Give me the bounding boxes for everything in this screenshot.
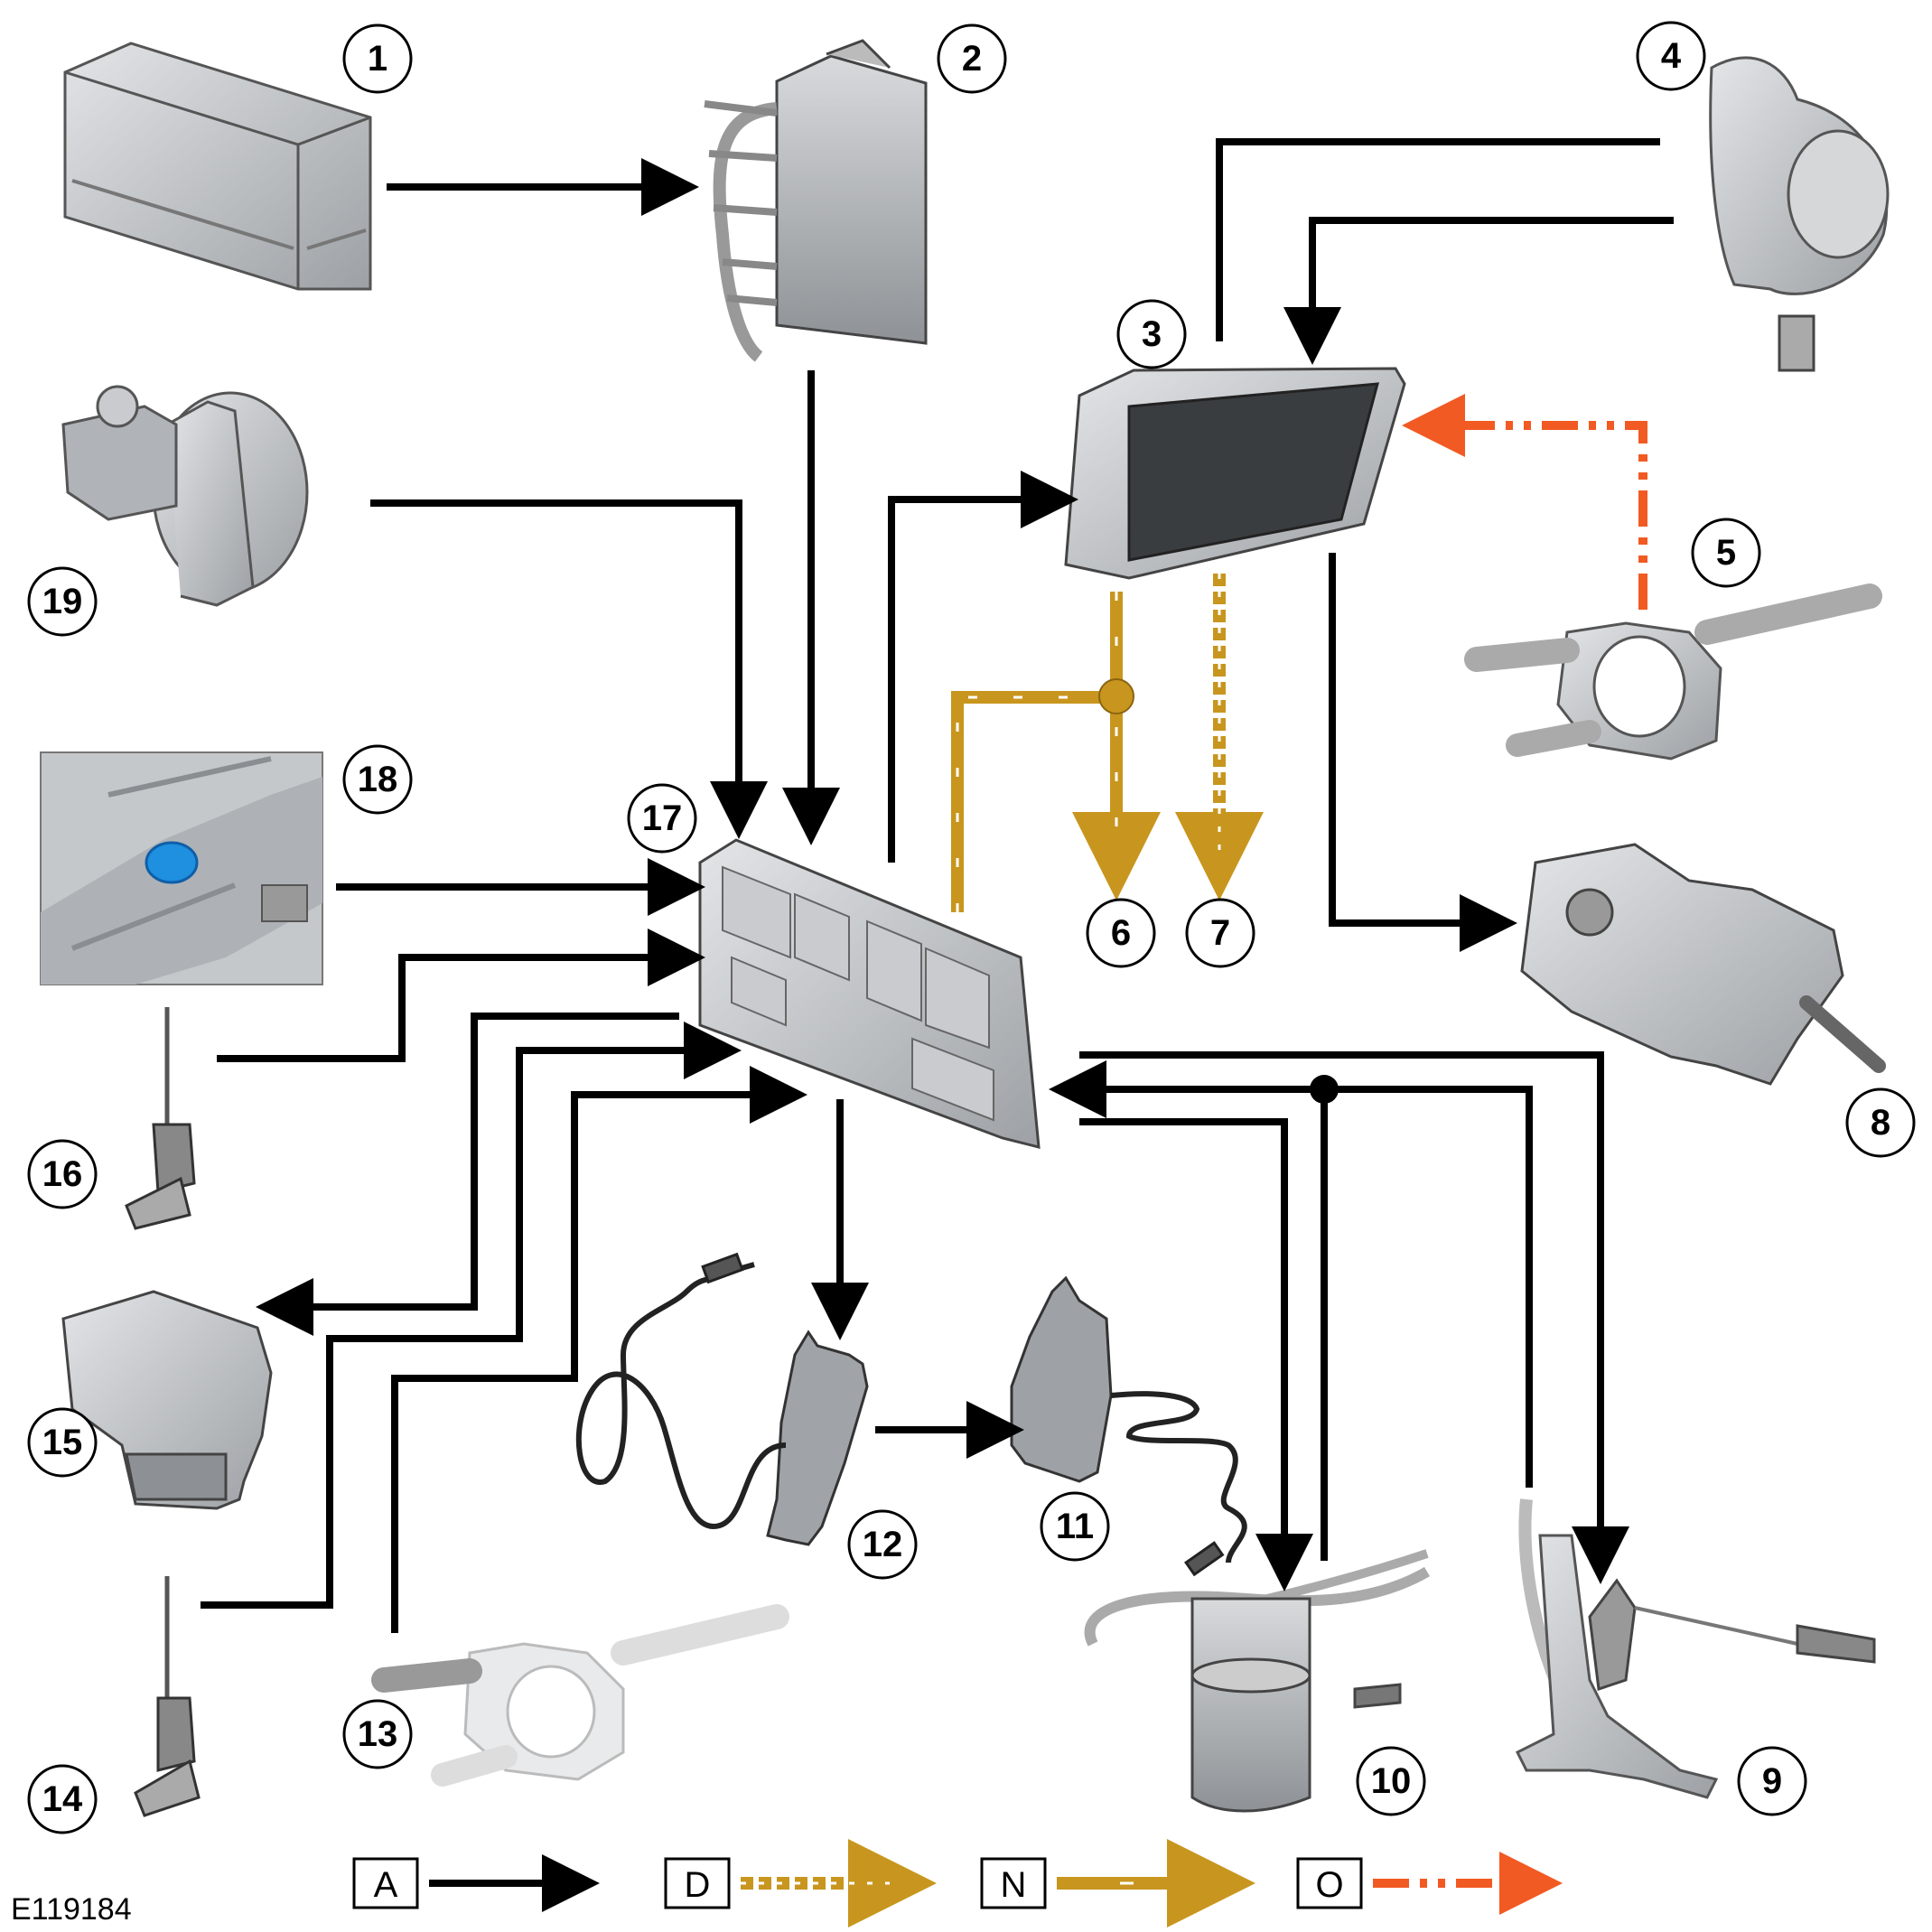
callout-19: 19: [42, 582, 83, 621]
steering-column-switch-icon: [1464, 583, 1882, 761]
connections-bus: [951, 574, 1264, 912]
front-brake-pad-wear-sensor-icon: [575, 1252, 869, 1546]
brake-fluid-reservoir-icon: [61, 385, 309, 607]
conn-9-10-17: [1049, 1060, 1533, 1488]
callout-17: 17: [642, 798, 683, 838]
conn-17-9: [1079, 1051, 1629, 1584]
conn-3-8: [1329, 553, 1517, 952]
callout-2: 2: [962, 39, 982, 79]
conn-17-15: [256, 1013, 679, 1336]
callout-18: 18: [358, 760, 398, 799]
callout-14: 14: [42, 1779, 83, 1819]
callout-1: 1: [368, 39, 387, 79]
conn-19-17: [370, 499, 768, 839]
conn-14-17: [201, 1022, 742, 1609]
callout-6: 6: [1111, 913, 1131, 953]
connections-a: [201, 138, 1674, 1633]
legend-letter-n: N: [1001, 1865, 1027, 1905]
callout-5: 5: [1716, 533, 1736, 573]
horn-icon: [1709, 56, 1890, 372]
legend: A D N O: [352, 1839, 1563, 1927]
legend-letter-d: D: [685, 1865, 711, 1905]
washer-fluid-level-switch-icon: [134, 1576, 201, 1817]
battery-icon: [63, 42, 372, 291]
central-junction-box-icon: [698, 838, 1041, 1149]
conn-17-3: [888, 471, 1078, 863]
steering-column-lock-icon: [1520, 843, 1886, 1086]
coolant-level-switch-icon: [125, 1007, 196, 1230]
conn-17-10: [1079, 1118, 1313, 1591]
legend-letter-o: O: [1315, 1865, 1343, 1905]
callout-8: 8: [1871, 1103, 1890, 1143]
conn-3-4: [1216, 138, 1660, 341]
legend-item-n: N: [980, 1839, 1255, 1927]
conn-16-17: [217, 929, 705, 1062]
fuel-level-sender-icon: [1515, 1498, 1876, 1799]
callout-15: 15: [42, 1423, 83, 1462]
junction-box-icon: [704, 39, 928, 362]
door-latch-icon: [61, 1290, 273, 1510]
steering-column-switch-icon: [371, 1604, 789, 1787]
fuel-pump-module-icon: [1084, 1549, 1431, 1813]
callout-7: 7: [1210, 913, 1230, 953]
callout-11: 11: [1056, 1507, 1094, 1546]
callout-10: 10: [1371, 1761, 1412, 1801]
callouts: [27, 21, 1916, 1834]
conn-5-3: [1402, 394, 1647, 610]
callout-3: 3: [1142, 314, 1162, 354]
callout-16: 16: [42, 1154, 83, 1194]
callout-9: 9: [1762, 1761, 1782, 1801]
legend-letter-a: A: [374, 1865, 398, 1905]
legend-item-d: D: [664, 1839, 937, 1927]
junction-dot: [1310, 1075, 1339, 1104]
conn-4-3: [1283, 217, 1674, 365]
legend-item-a: A: [352, 1854, 600, 1912]
callout-12: 12: [863, 1525, 903, 1564]
legend-item-o: O: [1296, 1852, 1563, 1915]
conn-13-17: [391, 1066, 807, 1633]
oil-pressure-switch-icon: [40, 751, 323, 985]
callout-4: 4: [1661, 36, 1682, 76]
instrument-cluster-icon: [1064, 367, 1406, 580]
callout-13: 13: [358, 1714, 398, 1754]
figure-code: E119184: [11, 1892, 132, 1927]
